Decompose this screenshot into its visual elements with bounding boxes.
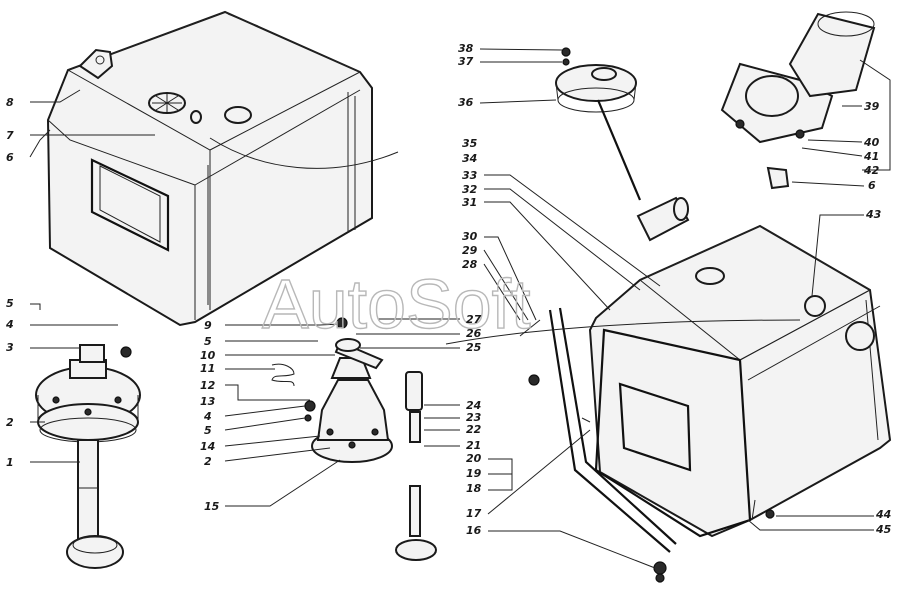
callout-12: 12 xyxy=(200,379,216,392)
callout-19: 19 xyxy=(466,467,482,480)
callout-2: 2 xyxy=(204,455,212,468)
callout-16: 16 xyxy=(466,524,482,537)
callout-labels: 8765432195101112134514215272625242322212… xyxy=(5,42,892,537)
callout-8: 8 xyxy=(6,96,14,109)
callout-40: 40 xyxy=(863,136,880,149)
callout-21: 21 xyxy=(466,439,481,452)
callout-38: 38 xyxy=(458,42,474,55)
callout-34: 34 xyxy=(462,152,477,165)
filler-neck-assembly xyxy=(720,11,876,190)
callout-14: 14 xyxy=(200,440,215,453)
callout-5: 5 xyxy=(6,297,14,310)
callout-29: 29 xyxy=(462,244,478,257)
callout-7: 7 xyxy=(6,129,14,142)
callout-13: 13 xyxy=(200,395,216,408)
callout-24: 24 xyxy=(466,399,481,412)
fuel-tank-right xyxy=(588,224,892,538)
callout-11: 11 xyxy=(200,362,215,375)
callout-37: 37 xyxy=(458,55,474,68)
callout-30: 30 xyxy=(462,230,478,243)
callout-44: 44 xyxy=(875,508,891,521)
callout-18: 18 xyxy=(466,482,482,495)
watermark: AutoSoft xyxy=(262,265,531,343)
callout-6: 6 xyxy=(868,179,876,192)
callout-5: 5 xyxy=(204,424,212,437)
callout-5: 5 xyxy=(204,335,212,348)
callout-35: 35 xyxy=(462,137,478,150)
callout-6: 6 xyxy=(6,151,14,164)
callout-1: 1 xyxy=(6,456,14,469)
callout-43: 43 xyxy=(865,208,882,221)
callout-31: 31 xyxy=(462,196,477,209)
callout-27: 27 xyxy=(466,313,482,326)
callout-28: 28 xyxy=(462,258,478,271)
fuel-level-sender xyxy=(555,47,690,242)
leader-lines xyxy=(29,48,891,569)
fuel-tank-upper-left xyxy=(46,10,399,327)
callout-42: 42 xyxy=(863,164,880,177)
callout-32: 32 xyxy=(462,183,478,196)
filter-assembly-left xyxy=(35,344,141,569)
callout-10: 10 xyxy=(200,349,216,362)
callout-45: 45 xyxy=(875,523,892,536)
callout-36: 36 xyxy=(458,96,474,109)
callout-20: 20 xyxy=(466,452,482,465)
callout-2: 2 xyxy=(6,416,14,429)
callout-22: 22 xyxy=(466,423,482,436)
callout-23: 23 xyxy=(466,411,482,424)
callout-17: 17 xyxy=(466,507,482,520)
valve-assembly-middle xyxy=(271,317,437,561)
callout-39: 39 xyxy=(864,100,880,113)
callout-41: 41 xyxy=(863,150,879,163)
callout-33: 33 xyxy=(462,169,478,182)
callout-15: 15 xyxy=(204,500,220,513)
callout-4: 4 xyxy=(5,318,14,331)
callout-4: 4 xyxy=(203,410,212,423)
callout-26: 26 xyxy=(466,327,482,340)
callout-3: 3 xyxy=(6,341,14,354)
callout-25: 25 xyxy=(466,341,482,354)
mounting-strap xyxy=(519,307,677,583)
callout-9: 9 xyxy=(204,319,212,332)
